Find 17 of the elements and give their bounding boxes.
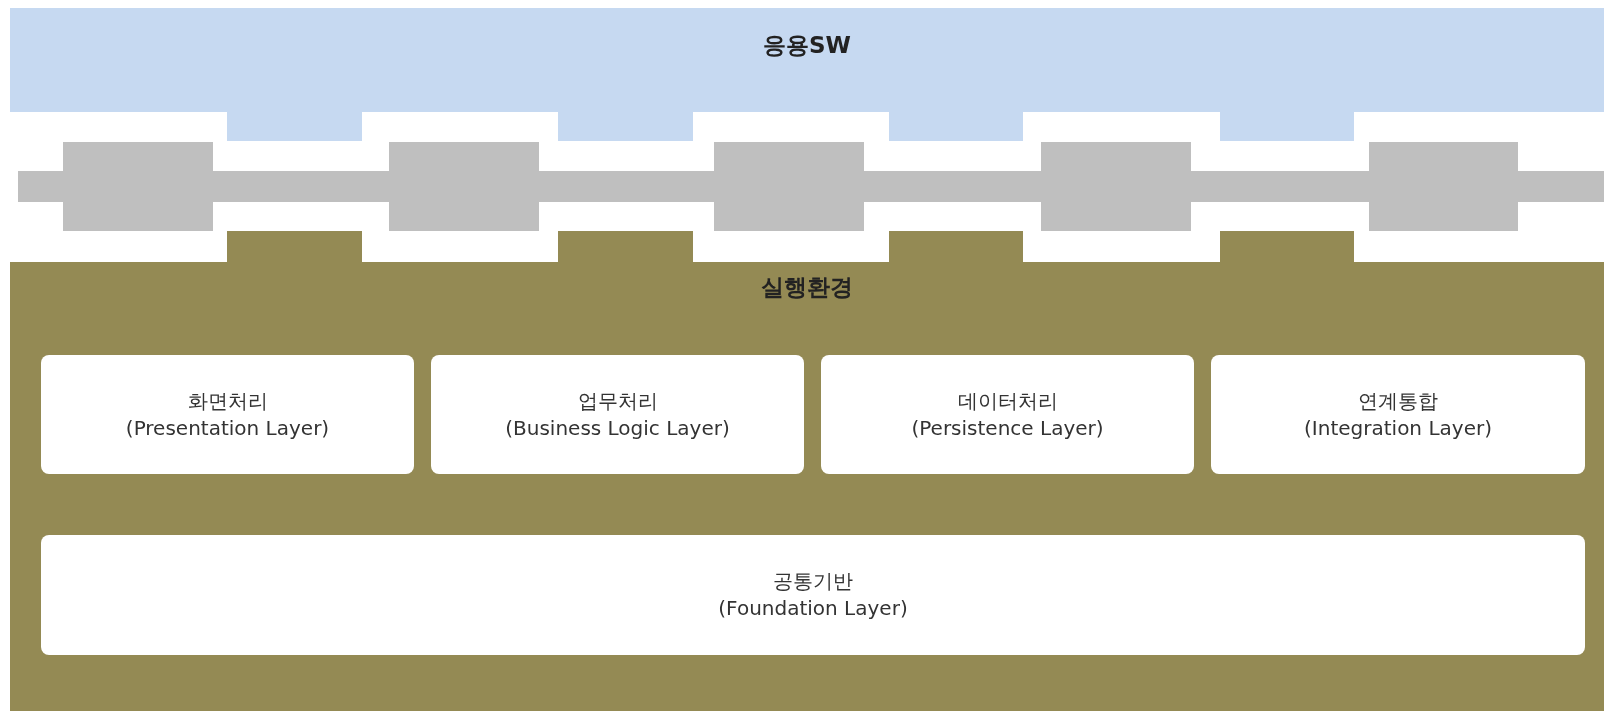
- layer-title: 실행환경: [761, 273, 853, 302]
- layer-title: 응용SW: [763, 31, 851, 60]
- box-subtitle: (Integration Layer): [1304, 414, 1492, 442]
- box-subtitle: (Business Logic Layer): [505, 414, 730, 442]
- box-heading: 화면처리: [187, 387, 268, 415]
- box-subtitle: (Presentation Layer): [125, 414, 330, 442]
- box-subtitle: (Foundation Layer): [718, 595, 908, 622]
- layer-box: [821, 355, 1194, 474]
- box-heading: 공통기반: [773, 568, 853, 595]
- layer-box: [1211, 355, 1585, 474]
- box-heading: 업무처리: [577, 387, 658, 415]
- box-heading: 연계통합: [1358, 387, 1438, 415]
- layer-box: [431, 355, 804, 474]
- layer-box: [41, 355, 414, 474]
- box-heading: 데이터처리: [957, 387, 1058, 415]
- box-subtitle: (Persistence Layer): [911, 414, 1104, 442]
- layer-box: [41, 535, 1585, 655]
